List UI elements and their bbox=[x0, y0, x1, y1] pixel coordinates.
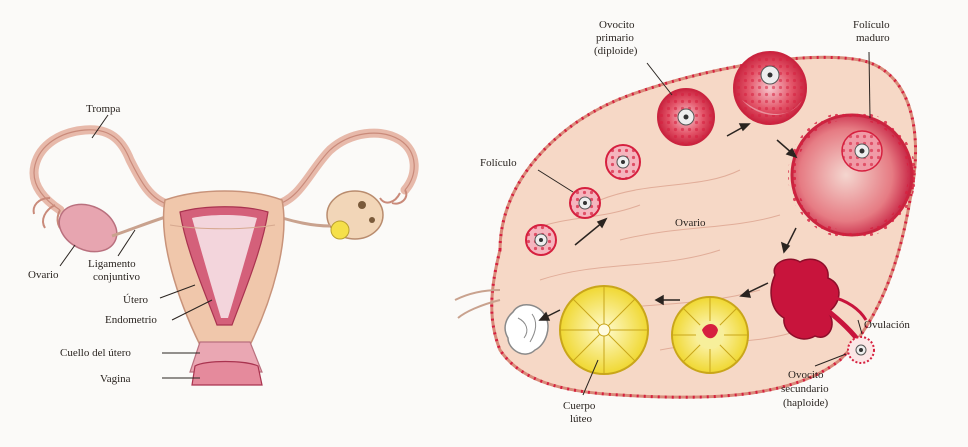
label-trompa: Trompa bbox=[86, 103, 121, 115]
antral-follicle bbox=[734, 52, 806, 124]
label-ovario-left: Ovario bbox=[28, 269, 59, 281]
label-cuerpo-luteo-2: lúteo bbox=[570, 413, 592, 425]
vagina bbox=[192, 362, 262, 386]
growing-follicle-1 bbox=[606, 145, 640, 179]
corpus-luteum bbox=[560, 286, 648, 374]
label-ovocito-primario-1: Ovocito bbox=[599, 19, 635, 31]
label-ovocito-secundario-1: Ovocito bbox=[788, 369, 824, 381]
label-ovario-right: Ovario bbox=[675, 217, 706, 229]
label-foliculo-maduro-1: Folículo bbox=[853, 19, 890, 31]
primordial-follicle bbox=[526, 225, 556, 255]
small-follicle bbox=[570, 188, 600, 218]
label-foliculo: Folículo bbox=[480, 157, 517, 169]
label-ovulacion: Ovulación bbox=[864, 319, 910, 331]
label-ovocito-secundario-3: (haploide) bbox=[783, 397, 829, 409]
label-ligamento-2: conjuntivo bbox=[93, 271, 141, 283]
label-ovocito-primario-2: primario bbox=[596, 32, 634, 44]
label-foliculo-maduro-2: maduro bbox=[856, 32, 890, 44]
label-endometrio: Endometrio bbox=[105, 314, 157, 326]
left-ovary bbox=[52, 195, 125, 260]
label-ligamento-1: Ligamento bbox=[88, 258, 136, 270]
label-ovocito-primario-3: (diploide) bbox=[594, 45, 638, 57]
label-vagina: Vagina bbox=[100, 373, 131, 385]
left-fallopian-tube bbox=[34, 130, 170, 210]
label-utero: Útero bbox=[123, 294, 149, 306]
label-cuerpo-luteo-1: Cuerpo bbox=[563, 400, 596, 412]
primary-oocyte-follicle bbox=[658, 89, 714, 145]
mature-follicle bbox=[792, 115, 912, 235]
secondary-oocyte bbox=[848, 337, 874, 363]
label-ovocito-secundario-2: secundario bbox=[781, 383, 829, 395]
corpus-luteum-developing bbox=[672, 297, 748, 373]
label-cuello: Cuello del útero bbox=[60, 347, 131, 359]
